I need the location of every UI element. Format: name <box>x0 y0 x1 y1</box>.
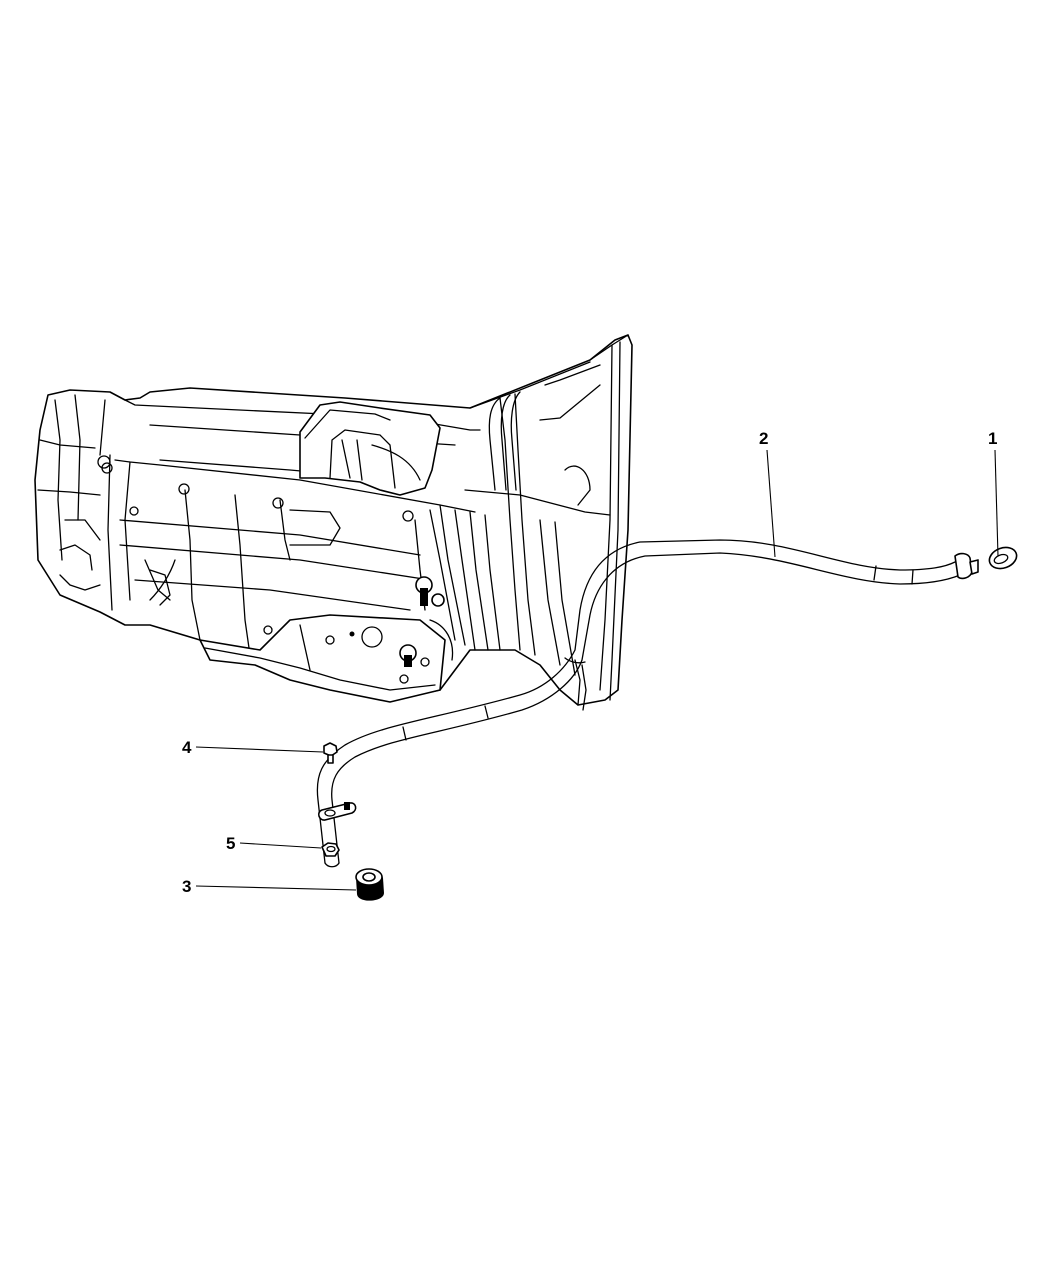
case-bolts <box>101 462 430 684</box>
callout-4-bolt: 4 <box>182 738 192 757</box>
cooler-fittings <box>399 576 454 667</box>
dipstick-tube[interactable] <box>316 539 961 868</box>
transmission-assembly <box>34 334 633 706</box>
seal-grommet[interactable] <box>355 868 384 901</box>
bolt[interactable] <box>323 742 338 764</box>
leader-lines <box>195 449 999 891</box>
nut[interactable] <box>321 842 340 857</box>
dipstick[interactable] <box>954 544 1020 580</box>
callout-1-dipstick: 1 <box>988 429 998 448</box>
callout-3-seal-grommet: 3 <box>182 877 192 896</box>
callout-2-dipstick-tube: 2 <box>759 429 769 448</box>
callout-5-nut: 5 <box>226 834 236 853</box>
